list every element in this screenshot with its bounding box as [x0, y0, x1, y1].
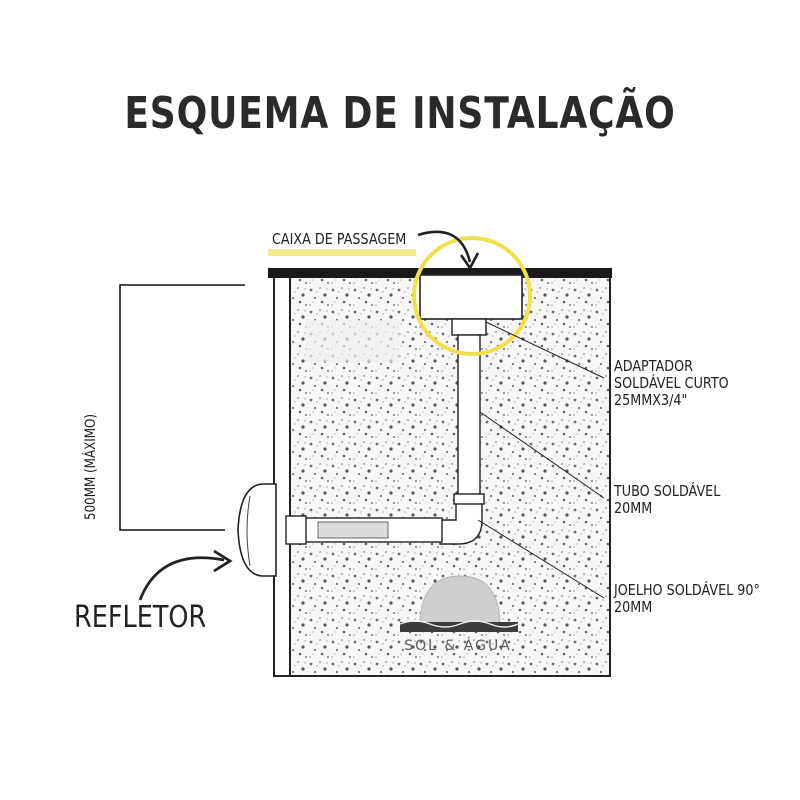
junction-box — [419, 274, 523, 320]
dimension-bracket — [119, 284, 245, 531]
leader-tubo — [479, 411, 605, 499]
label-dimension: 500MM (MÁXIMO) — [83, 413, 99, 520]
label-refletor: REFLETOR — [74, 600, 207, 635]
vertical-pipe — [457, 334, 481, 501]
label-caixa-de-passagem: CAIXA DE PASSAGEM — [272, 230, 407, 248]
label-adaptador: ADAPTADOR SOLDÁVEL CURTO 25MMX3/4" — [614, 357, 729, 409]
label-highlight — [268, 249, 416, 256]
highlight-circle — [412, 236, 532, 356]
leader-adaptador — [485, 321, 605, 379]
callout-arrow-refletor — [138, 556, 225, 601]
label-joelho: JOELHO SOLDÁVEL 90° 20MM — [614, 581, 760, 616]
pool-wall — [273, 275, 291, 677]
callout-arrow-caixa — [417, 230, 472, 263]
brand-logo — [399, 575, 519, 632]
page-title: ESQUEMA DE INSTALAÇÃO — [124, 88, 676, 139]
adapter — [451, 318, 487, 336]
leader-joelho — [477, 519, 605, 599]
label-tubo: TUBO SOLDÁVEL 20MM — [614, 482, 721, 517]
brand-name: SOL & ÁGUA — [404, 638, 512, 654]
reflector-lamp — [237, 483, 277, 577]
surface-slab — [268, 268, 612, 278]
